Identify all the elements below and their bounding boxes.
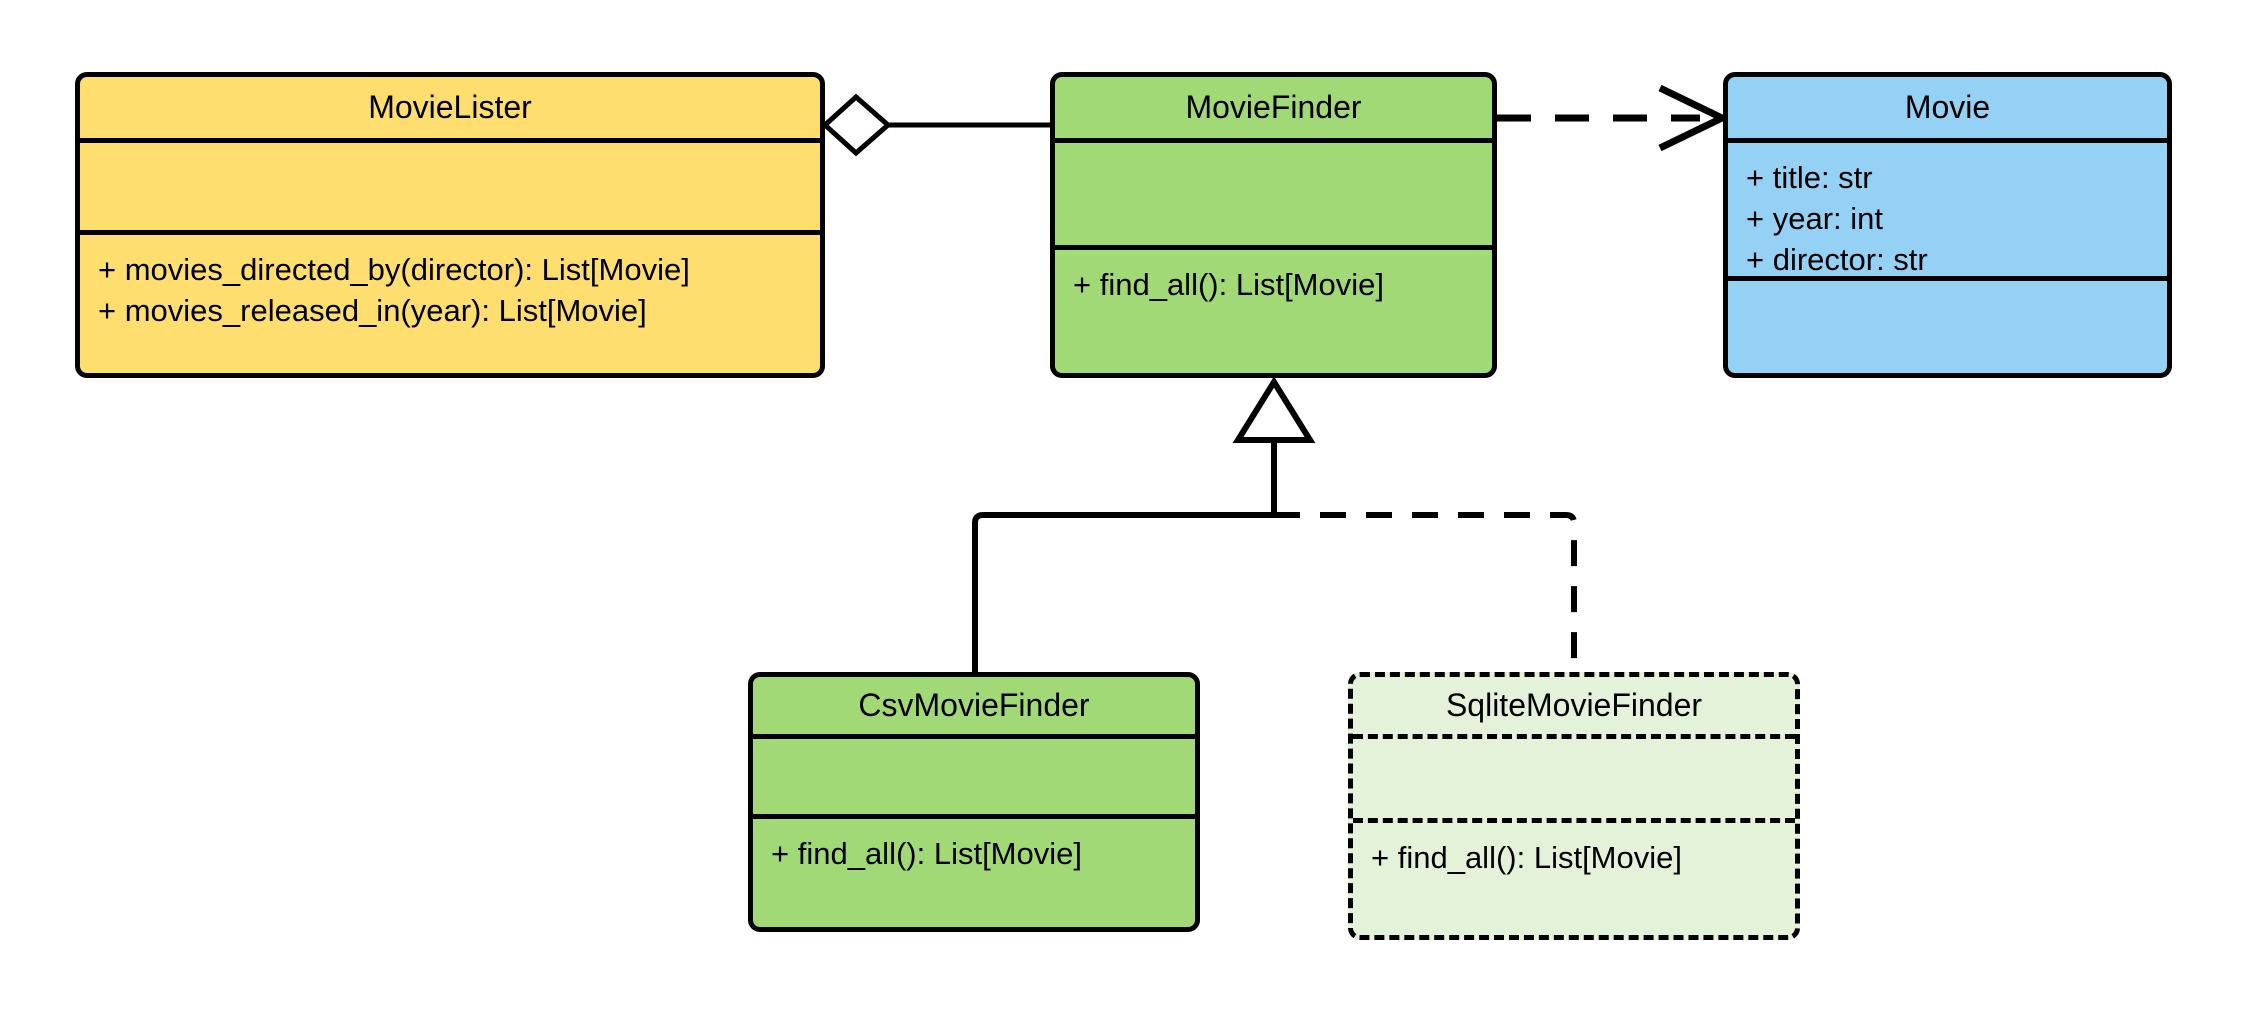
class-box-csv-movie-finder[interactable]: CsvMovieFinder + find_all(): List[Movie] [748, 672, 1200, 932]
edge-generalization-tree[interactable] [972, 376, 1577, 672]
class-box-sqlite-movie-finder[interactable]: SqliteMovieFinder + find_all(): List[Mov… [1348, 672, 1800, 940]
realization-branch-sqlite [1274, 512, 1577, 672]
class-box-movie-lister[interactable]: MovieLister + movies_directed_by(directo… [75, 72, 825, 378]
class-title: MovieLister [368, 88, 532, 125]
operation-item: + find_all(): List[Movie] [1371, 840, 1682, 875]
attribute-item: + title: str [1746, 160, 1873, 195]
class-box-movie-finder[interactable]: MovieFinder + find_all(): List[Movie] [1050, 72, 1497, 378]
class-attributes-compartment [1353, 739, 1795, 823]
operation-item: + find_all(): List[Movie] [1073, 267, 1384, 302]
edge-dependency-finder-movie[interactable] [1497, 84, 1731, 152]
class-operations-compartment: + find_all(): List[Movie] [753, 819, 1195, 927]
class-title: Movie [1904, 88, 1991, 125]
class-attributes-compartment [1055, 143, 1492, 250]
class-operations-compartment: + find_all(): List[Movie] [1353, 823, 1795, 935]
class-attributes-compartment [80, 143, 820, 235]
attribute-item: + director: str [1746, 242, 1928, 278]
class-name-compartment: MovieLister [80, 77, 820, 143]
operation-item: + movies_directed_by(director): List[Mov… [98, 252, 690, 287]
class-name-compartment: SqliteMovieFinder [1353, 677, 1795, 739]
class-attributes-compartment [753, 739, 1195, 819]
class-operations-compartment [1728, 281, 2167, 373]
hollow-triangle-marker [1232, 376, 1316, 443]
class-title: SqliteMovieFinder [1445, 686, 1703, 723]
edge-aggregation-lister-finder[interactable] [821, 93, 1050, 157]
class-name-compartment: MovieFinder [1055, 77, 1492, 143]
class-name-compartment: Movie [1728, 77, 2167, 143]
operation-item: + movies_released_in(year): List[Movie] [98, 293, 647, 329]
generalization-branch-csv [972, 512, 1274, 672]
open-arrow-marker [1658, 84, 1731, 152]
class-name-compartment: CsvMovieFinder [753, 677, 1195, 739]
attribute-item: + year: int [1746, 201, 1883, 237]
class-title: CsvMovieFinder [858, 686, 1090, 723]
operation-item: + find_all(): List[Movie] [771, 836, 1082, 871]
class-box-movie[interactable]: Movie + title: str + year: int + directo… [1723, 72, 2172, 378]
hollow-diamond-marker [821, 93, 892, 157]
class-operations-compartment: + movies_directed_by(director): List[Mov… [80, 235, 820, 373]
class-attributes-compartment: + title: str + year: int + director: str [1728, 143, 2167, 281]
class-title: MovieFinder [1185, 88, 1362, 125]
class-operations-compartment: + find_all(): List[Movie] [1055, 250, 1492, 373]
